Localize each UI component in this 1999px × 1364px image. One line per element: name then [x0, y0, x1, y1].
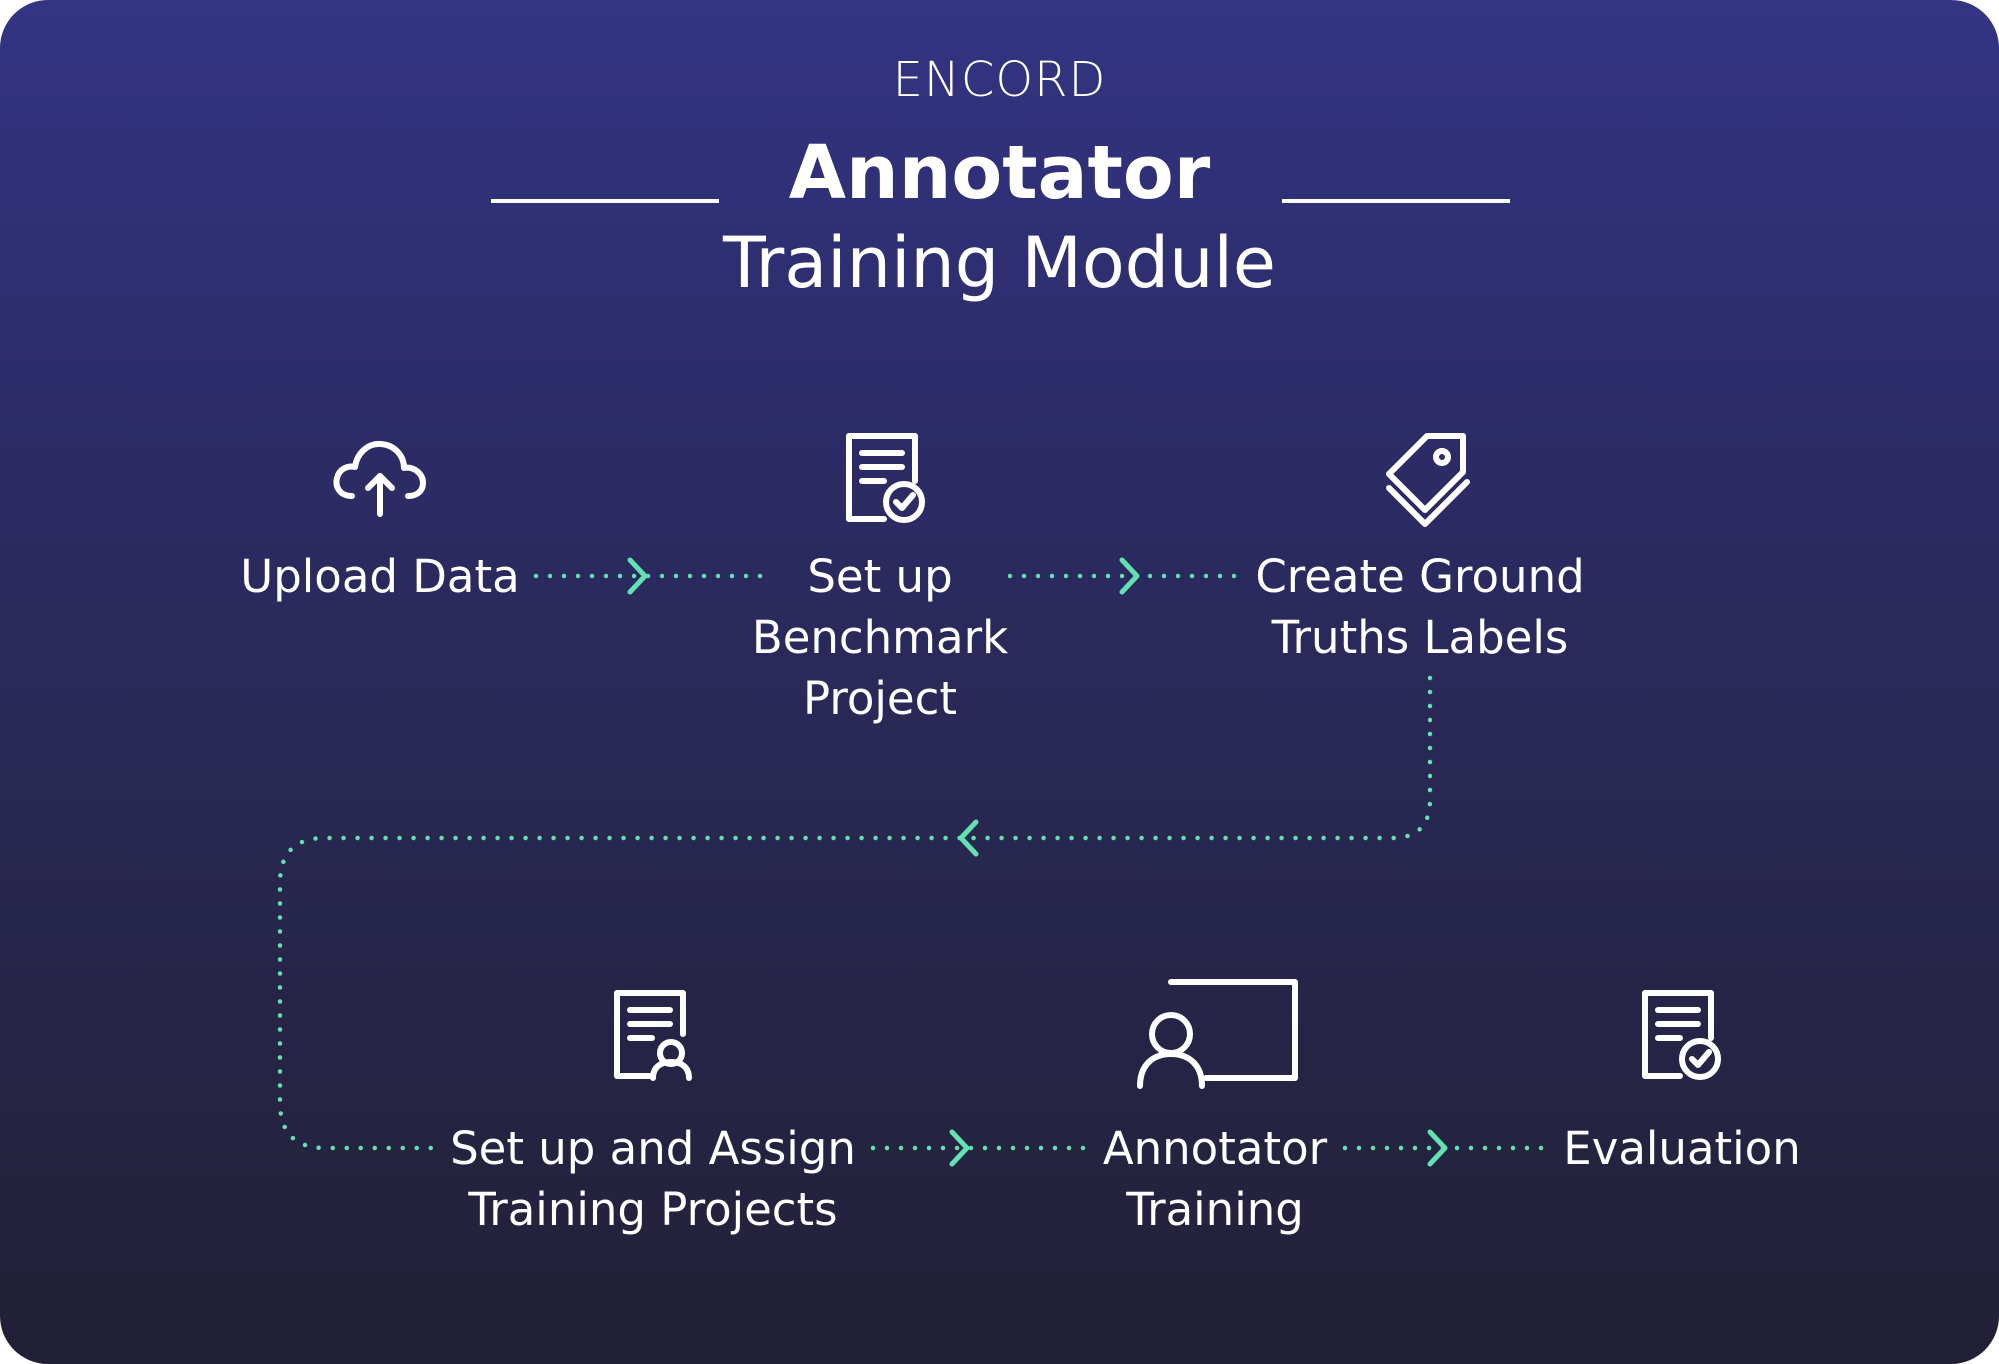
title-right-rule: [1282, 199, 1510, 203]
step-label-line: Truths Labels: [1271, 611, 1569, 664]
page-title: Annotator: [788, 130, 1211, 216]
step-label-line: Upload Data: [240, 550, 520, 603]
document-user-icon: [614, 990, 692, 1081]
chevron-right-icon: [949, 1129, 970, 1167]
step-upload-data: Upload Data: [200, 546, 560, 607]
chevron-right-icon: [627, 557, 648, 595]
step-label-line: Benchmark: [751, 611, 1009, 664]
tag-icon: [1386, 433, 1470, 527]
step-evaluation: Evaluation: [1532, 1118, 1832, 1179]
step-label-line: Evaluation: [1563, 1122, 1801, 1175]
chevron-right-icon: [1427, 1129, 1448, 1167]
chevron-right-icon: [1119, 557, 1140, 595]
step-label-line: Annotator: [1102, 1122, 1328, 1175]
step-label-line: Set up and Assign: [450, 1122, 856, 1175]
step-annotator-training: Annotator Training: [1065, 1118, 1365, 1240]
step-label-line: Training Projects: [468, 1183, 838, 1236]
connector-3-4: [277, 675, 1433, 1151]
page-subtitle: Training Module: [723, 222, 1276, 304]
step-label-line: Training: [1126, 1183, 1304, 1236]
step-label-line: Create Ground: [1255, 550, 1585, 603]
step-training-projects: Set up and Assign Training Projects: [423, 1118, 883, 1240]
document-check-icon: [846, 433, 925, 523]
cloud-upload-icon: [333, 440, 426, 517]
document-check-icon: [1642, 990, 1721, 1080]
step-label-line: Set up: [807, 550, 953, 603]
step-label-line: Project: [803, 672, 957, 725]
step-benchmark-project: Set up Benchmark Project: [700, 546, 1060, 729]
encord-logo: ENCORD: [892, 52, 1107, 108]
presentation-icon: [1137, 979, 1298, 1089]
chevron-left-icon: [958, 819, 979, 857]
title-left-rule: [491, 199, 719, 203]
step-ground-truth-labels: Create Ground Truths Labels: [1220, 546, 1620, 668]
